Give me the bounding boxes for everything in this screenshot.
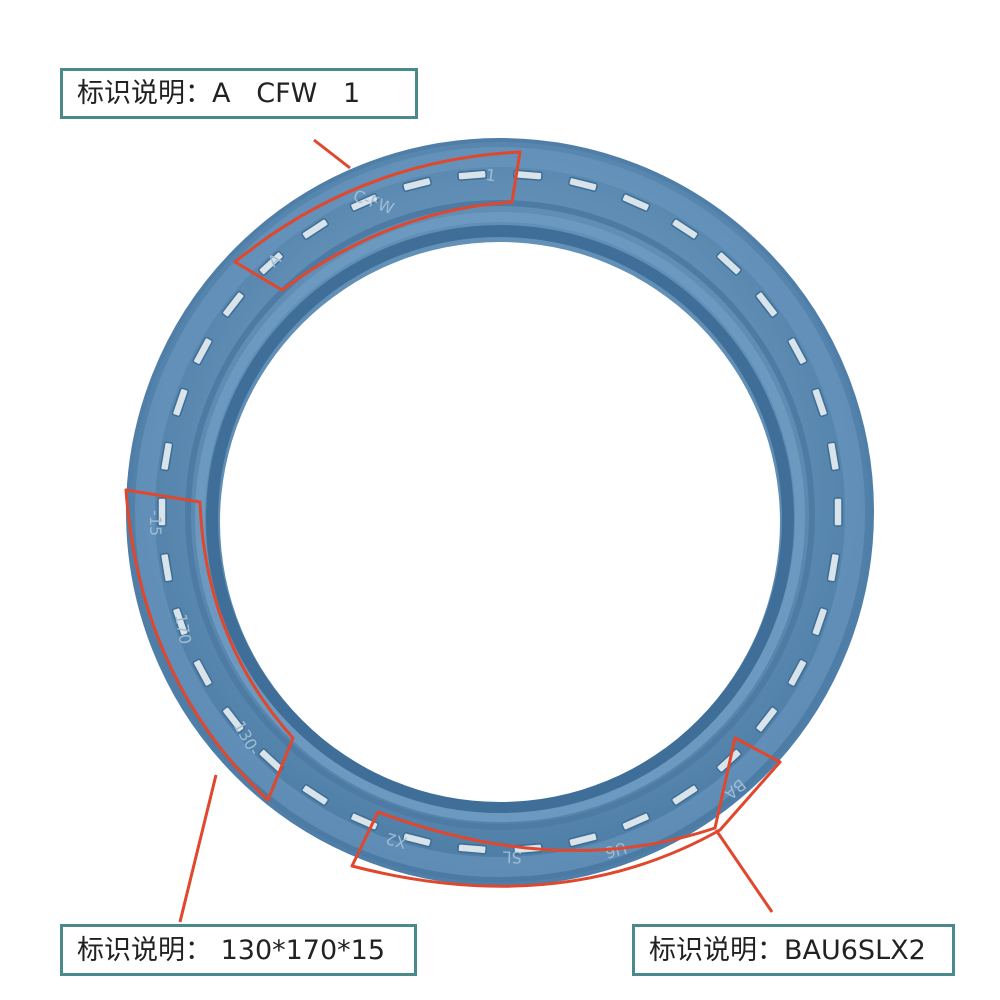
seal-tab (826, 552, 841, 583)
seal-tab (671, 784, 699, 806)
leader-left (178, 774, 218, 923)
seal-inner-hole (220, 242, 780, 802)
marking-sl: SL (502, 847, 522, 867)
seal-tab (192, 336, 213, 366)
seal-tab (715, 250, 742, 276)
seal-tab (811, 606, 829, 637)
seal-face (135, 147, 865, 877)
seal-tab (513, 169, 543, 181)
label-model-marking: 标识说明：BAU6SLX2 (632, 924, 955, 976)
seal-tab (221, 290, 245, 318)
seal-tab (349, 193, 379, 212)
seal-tab (568, 832, 598, 848)
seal-tab (192, 658, 213, 688)
marking-1: 1 (484, 165, 497, 185)
seal-tab (457, 843, 487, 855)
seal-tab (671, 218, 699, 240)
seal-tab (402, 176, 432, 192)
seal-tab (157, 497, 167, 527)
label-size-marking: 标识说明： 130*170*15 (60, 924, 417, 976)
highlight-top (233, 150, 522, 292)
seal-tab (755, 706, 779, 734)
marking-15: -15 (146, 510, 165, 536)
seal-tab (159, 552, 174, 583)
seal-tab (826, 441, 841, 472)
leader-top (313, 138, 351, 170)
highlight-bottom (350, 736, 782, 888)
seal-tab (787, 658, 808, 688)
seal-tab (621, 812, 651, 831)
marking-x2: X2 (384, 829, 409, 853)
seal-tab (301, 784, 329, 806)
seal-tab (221, 706, 245, 734)
seal-tab (402, 832, 432, 848)
label-top-marking: 标识说明：A CFW 1 (60, 68, 418, 119)
leader-right (714, 829, 774, 913)
seal-tab (457, 169, 487, 181)
seal-tab (621, 193, 651, 212)
seal-tab (171, 606, 189, 637)
seal-tab (258, 250, 285, 276)
seal-tab (755, 290, 779, 318)
seal-tab (787, 336, 808, 366)
seal-tab (833, 497, 843, 527)
seal-tab (159, 441, 174, 472)
seal-tab (301, 218, 329, 240)
seal-tab (811, 387, 829, 418)
seal-tabs (157, 169, 843, 855)
seal-tab (171, 387, 189, 418)
seal-tab (568, 176, 598, 192)
seal-lip (206, 225, 794, 813)
highlight-left (124, 488, 295, 802)
